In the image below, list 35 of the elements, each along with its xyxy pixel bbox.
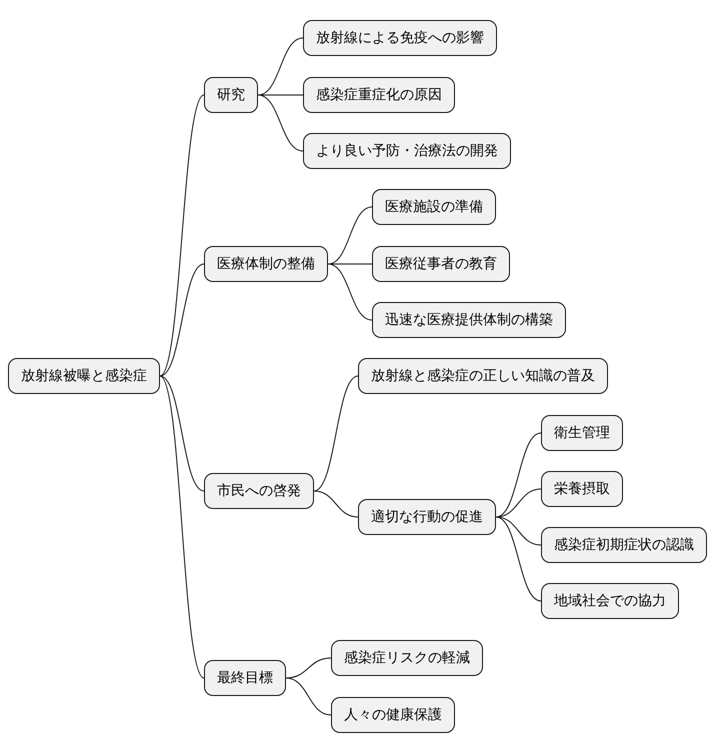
topic-box: より良い予防・治療法の開発 xyxy=(303,133,511,169)
topic-box: 放射線と感染症の正しい知識の普及 xyxy=(358,358,608,394)
topic-box: 放射線被曝と感染症 xyxy=(8,358,160,394)
connector-line xyxy=(496,432,542,518)
topic-box: 研究 xyxy=(204,77,258,113)
topic-box: 医療体制の整備 xyxy=(204,246,328,282)
connector-line xyxy=(314,376,358,492)
topic-box: 迅速な医療提供体制の構築 xyxy=(372,302,566,338)
topic-box: 感染症リスクの軽減 xyxy=(331,640,483,676)
connector-line xyxy=(496,516,542,546)
connector-line xyxy=(328,264,372,320)
topic-box: 栄養摂取 xyxy=(541,471,623,507)
connector-line xyxy=(258,94,304,152)
connector-line xyxy=(258,94,304,96)
connector-line xyxy=(160,264,204,376)
connector-line xyxy=(258,38,304,96)
topic-box: 感染症重症化の原因 xyxy=(303,77,455,113)
connector-line xyxy=(286,658,332,678)
topic-box: 市民への啓発 xyxy=(204,473,314,509)
connector-line xyxy=(160,376,204,678)
topic-box: 適切な行動の促進 xyxy=(358,499,496,535)
connector-line xyxy=(496,516,542,602)
connector-line xyxy=(328,206,372,264)
topic-box: 人々の健康保護 xyxy=(331,697,455,733)
connector-line xyxy=(314,490,358,518)
topic-box: 放射線による免疫への影響 xyxy=(303,20,497,56)
connector-line xyxy=(160,376,204,492)
connector-line xyxy=(160,94,204,376)
topic-box: 地域社会での協力 xyxy=(541,583,679,619)
connector-line xyxy=(286,678,332,716)
topic-box: 医療従事者の教育 xyxy=(372,246,510,282)
topic-box: 衛生管理 xyxy=(541,415,623,451)
topic-box: 医療施設の準備 xyxy=(372,189,496,225)
topic-box: 感染症初期症状の認識 xyxy=(541,527,707,563)
topic-box: 最終目標 xyxy=(204,660,286,696)
